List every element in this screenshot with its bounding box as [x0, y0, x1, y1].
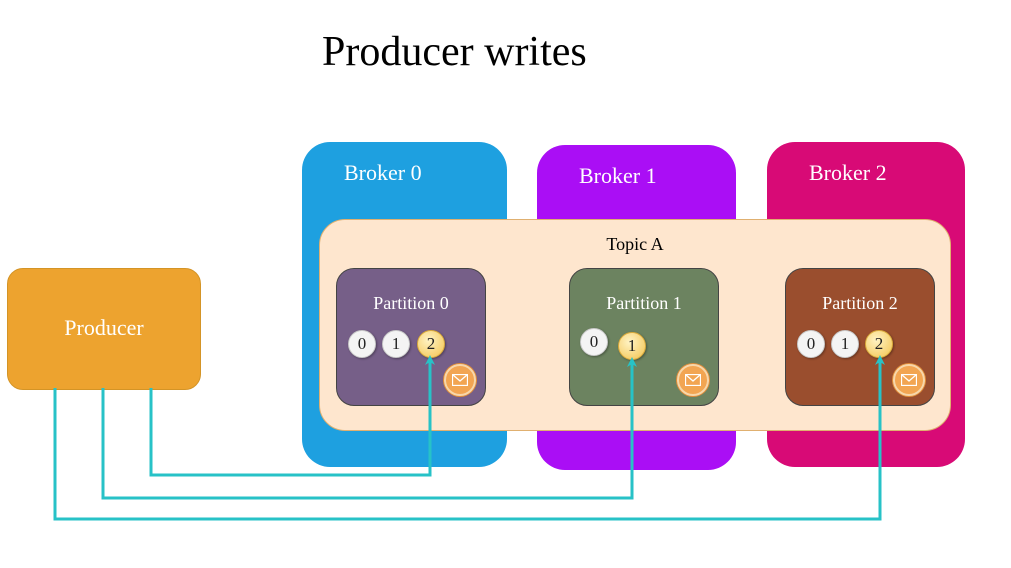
partition-2-offset-0: 0 — [797, 330, 825, 358]
diagram-title: Producer writes — [322, 29, 587, 75]
broker-2-label: Broker 2 — [809, 160, 887, 185]
broker-0-label: Broker 0 — [344, 160, 422, 185]
partition-0-offset-2-new: 2 — [417, 330, 445, 358]
broker-1-label: Broker 1 — [579, 163, 657, 188]
producer-label: Producer — [64, 315, 144, 340]
arrow-to-partition-1 — [101, 357, 637, 500]
arrow-to-partition-0 — [149, 355, 435, 477]
envelope-icon — [893, 364, 925, 396]
partition-0-offset-1: 1 — [382, 330, 410, 358]
partition-1-offset-0: 0 — [580, 328, 608, 356]
arrow-to-partition-2 — [53, 355, 885, 521]
partition-0-offset-0: 0 — [348, 330, 376, 358]
topic-a: Topic A Partition 0 0 1 2 Partition 1 0 … — [319, 219, 951, 431]
partition-1: Partition 1 0 1 — [569, 268, 719, 406]
topic-label: Topic A — [606, 234, 664, 254]
producer: Producer — [7, 268, 201, 390]
partition-1-label: Partition 1 — [606, 293, 682, 313]
partition-2-offset-1: 1 — [831, 330, 859, 358]
partition-2-label: Partition 2 — [822, 293, 898, 313]
envelope-icon — [444, 364, 476, 396]
partition-0: Partition 0 0 1 2 — [336, 268, 486, 406]
partition-2: Partition 2 0 1 2 — [785, 268, 935, 406]
envelope-icon — [677, 364, 709, 396]
partition-0-label: Partition 0 — [373, 293, 449, 313]
